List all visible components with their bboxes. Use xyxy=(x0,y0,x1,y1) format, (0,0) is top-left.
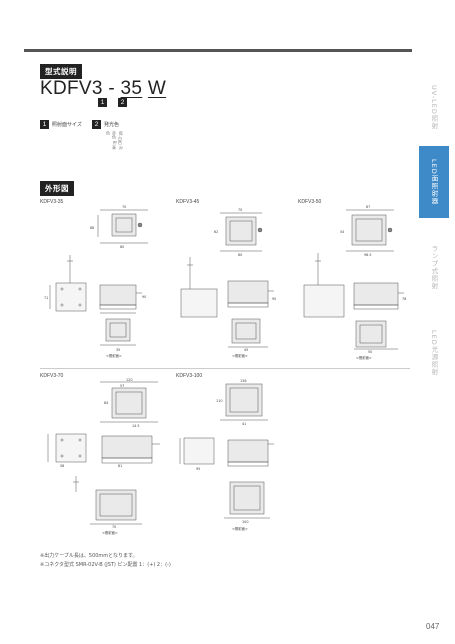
dim-50: 50 xyxy=(368,350,372,354)
dim-90: 90 xyxy=(142,295,146,299)
view-label-100: <照射面> xyxy=(232,526,248,531)
drawing-kdfv3-100: 136 110 41 95 100 <照射面> xyxy=(179,379,274,531)
view-label-35: <照射面> xyxy=(106,353,122,358)
dim-70: 70 xyxy=(238,208,242,212)
side-tab-led-surface[interactable]: LED面照射器 xyxy=(419,146,449,218)
side-tab-led-light-source[interactable]: LED光源照射 xyxy=(430,330,438,376)
legend-badge-2: 2 xyxy=(92,120,101,129)
dim-98-5: 98.5 xyxy=(364,253,372,257)
dim-35: 35 xyxy=(116,348,120,352)
model-size: 35 xyxy=(120,78,143,99)
dim-136: 136 xyxy=(240,379,246,383)
dim-71: 71 xyxy=(44,296,48,300)
model-code: KDFV3 - 35 W xyxy=(40,78,166,100)
side-tab-uv-led[interactable]: UV-LED照射 xyxy=(430,84,438,130)
dim-81: 81 xyxy=(118,464,122,468)
view-label-70: <照射面> xyxy=(102,530,118,535)
dim-41: 41 xyxy=(242,422,246,426)
header-rule xyxy=(24,49,412,52)
dim-57: 57 xyxy=(120,384,124,388)
dim-80: 80 xyxy=(120,245,124,249)
legend-item1-label: 照射面サイズ xyxy=(52,122,82,128)
diagram-title-45: KDFV3-45 xyxy=(176,199,200,205)
dim-100: 100 xyxy=(242,520,248,524)
legend-item2-label: 発光色 xyxy=(104,122,120,128)
note-line-2: ※コネクタ型式 SMR-02V-B (JST) ピン配置 1：(+) 2：(-) xyxy=(40,562,171,568)
dim-95: 95 xyxy=(196,467,200,471)
view-label-45: <照射面> xyxy=(232,353,248,358)
diagram-title-70: KDFV3-70 xyxy=(40,373,64,379)
drawing-kdfv3-45: 70 80 62 90 45 <照射面> xyxy=(180,208,276,358)
note-line-1: ※出力ケーブル長は、500mmとなります。 xyxy=(40,553,138,559)
dim-45: 45 xyxy=(244,348,248,352)
legend-badge-1: 1 xyxy=(40,120,49,129)
dim-88: 88 xyxy=(90,226,94,230)
dim-70: 70 xyxy=(122,205,126,209)
dim-62: 62 xyxy=(214,230,218,234)
side-tab-lamp[interactable]: ランプ式照射 xyxy=(430,244,438,290)
section-title-model: 型式説明 xyxy=(40,64,82,79)
model-base: KDFV3 - xyxy=(40,78,121,99)
dim-120: 120 xyxy=(126,378,132,382)
drawing-kdfv3-50: 87 98.5 54 78 50 <照射面> xyxy=(303,205,406,360)
legend-item2-options: W:白色 R:赤色 B:青色 xyxy=(106,131,123,151)
badge-1: 1 xyxy=(98,98,107,107)
dim-84: 84 xyxy=(104,401,108,405)
dim-80: 80 xyxy=(238,253,242,257)
model-color: W xyxy=(147,78,167,99)
badge-2: 2 xyxy=(118,98,127,107)
drawing-kdfv3-35: 70 80 88 90 71 35 <照射面> xyxy=(44,205,148,358)
dim-54: 54 xyxy=(340,230,344,234)
dim-110: 110 xyxy=(216,399,222,403)
dim-14-5: 14.5 xyxy=(132,424,140,428)
row-divider xyxy=(40,368,410,369)
dim-90: 90 xyxy=(272,297,276,301)
drawing-kdfv3-70: 120 57 84 14.5 58 81 70 <照射面> xyxy=(47,378,160,535)
dim-87: 87 xyxy=(366,205,370,209)
dim-58: 58 xyxy=(60,464,64,468)
diagram-title-35: KDFV3-35 xyxy=(40,199,64,205)
diagram-title-100: KDFV3-100 xyxy=(176,373,203,379)
page-number: 047 xyxy=(426,622,440,631)
view-label-50: <照射面> xyxy=(356,355,372,360)
dim-78: 78 xyxy=(402,297,406,301)
diagram-title-50: KDFV3-50 xyxy=(298,199,322,205)
dim-70: 70 xyxy=(112,525,116,529)
section-title-outline: 外形図 xyxy=(40,181,74,196)
